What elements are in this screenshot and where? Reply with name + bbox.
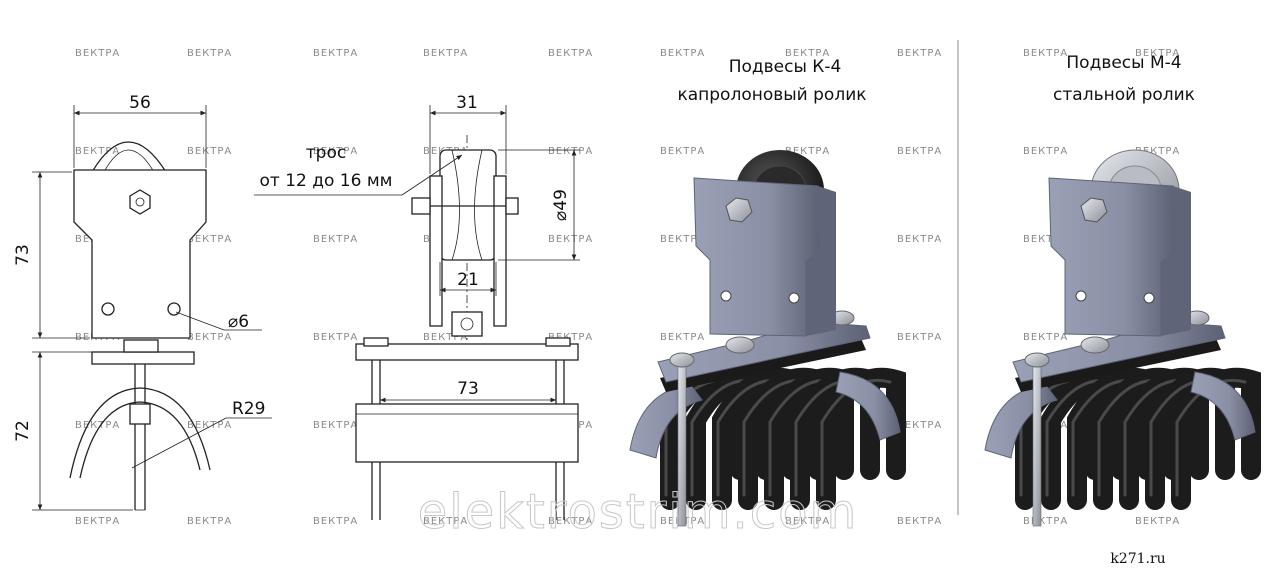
- product-k4-subtitle: капролоновый ролик: [677, 85, 866, 105]
- watermark-label: ВЕКТРА: [423, 48, 468, 59]
- watermark-label: ВЕКТРА: [548, 48, 593, 59]
- watermark-label: ВЕКТРА: [313, 234, 358, 245]
- dim-width-31: 31: [456, 93, 478, 113]
- watermark-label: ВЕКТРА: [785, 516, 830, 527]
- mount-hole-left: [1075, 290, 1087, 302]
- side-view-drawing: [254, 105, 580, 520]
- watermark-label: ВЕКТРА: [75, 420, 120, 431]
- front-view-dimensions: 56 73 72 ⌀6 R29: [13, 93, 265, 442]
- watermark-label: ВЕКТРА: [187, 420, 232, 431]
- hanger-flange: [806, 186, 836, 336]
- watermark-label: ВЕКТРА: [423, 332, 468, 343]
- watermark-label: ВЕКТРА: [897, 48, 942, 59]
- dim-groove-21: 21: [457, 270, 479, 290]
- watermark-label: ВЕКТРА: [75, 146, 120, 157]
- watermark-label: ВЕКТРА: [548, 234, 593, 245]
- watermark-label: ВЕКТРА: [897, 420, 942, 431]
- cable-label-line2: от 12 до 16 мм: [260, 171, 393, 191]
- product-k4-title: Подвесы К-4: [729, 57, 842, 77]
- watermark-label: ВЕКТРА: [548, 516, 593, 527]
- dim-height-73: 73: [13, 244, 33, 266]
- mount-hole-right: [788, 292, 800, 304]
- watermark-label: ВЕКТРА: [75, 516, 120, 527]
- watermark-label: ВЕКТРА: [1135, 146, 1180, 157]
- watermark-label: ВЕКТРА: [897, 146, 942, 157]
- watermark-label: ВЕКТРА: [660, 48, 705, 59]
- center-nut: [1080, 336, 1110, 354]
- watermark-label: ВЕКТРА: [1135, 48, 1180, 59]
- product-m4-title: Подвесы М-4: [1066, 53, 1181, 73]
- axle-bolt: [725, 197, 753, 223]
- watermark-label: ВЕКТРА: [313, 516, 358, 527]
- watermark-label: ВЕКТРА: [187, 516, 232, 527]
- watermark-label: ВЕКТРА: [75, 48, 120, 59]
- front-view-drawing: [32, 105, 272, 511]
- watermark-label: ВЕКТРА: [1023, 146, 1068, 157]
- source-label: k271.ru: [1110, 551, 1165, 567]
- watermark-label: ВЕКТРА: [313, 332, 358, 343]
- watermark-label: ВЕКТРА: [313, 146, 358, 157]
- watermark-label: ВЕКТРА: [897, 332, 942, 343]
- watermark-label: ВЕКТРА: [1023, 332, 1068, 343]
- watermark-label: ВЕКТРА: [187, 48, 232, 59]
- watermark-label: ВЕКТРА: [1023, 48, 1068, 59]
- clamp-saddle-right: [835, 371, 901, 441]
- long-bolt: [1032, 365, 1042, 527]
- watermark-label: ВЕКТРА: [660, 332, 705, 343]
- hanger-flange: [1161, 186, 1191, 336]
- watermark-label: ВЕКТРА: [313, 48, 358, 59]
- site-watermark: elektrostrim.com: [418, 484, 859, 540]
- watermark-label: ВЕКТРА: [897, 234, 942, 245]
- product-m4-subtitle: стальной ролик: [1053, 85, 1195, 105]
- dim-radius-29: R29: [232, 399, 265, 419]
- dim-hole-6: ⌀6: [228, 312, 249, 332]
- product-render-m4: [984, 149, 1261, 527]
- watermark-grid: ВЕКТРА ВЕКТРА ВЕКТРА ВЕКТРА ВЕКТРА ВЕКТРА ВЕКТ…: [75, 48, 1180, 527]
- watermark-label: ВЕКТРА: [897, 516, 942, 527]
- watermark-label: ВЕКТРА: [423, 516, 468, 527]
- clamp-saddle-right: [1190, 371, 1256, 441]
- base-nut-left: [1024, 352, 1050, 368]
- dim-width-56: 56: [129, 93, 151, 113]
- dim-clamp-width-73: 73: [457, 379, 479, 399]
- watermark-label: ВЕКТРА: [187, 146, 232, 157]
- watermark-label: ВЕКТРА: [187, 332, 232, 343]
- product-render-k4: [629, 150, 906, 527]
- watermark-label: ВЕКТРА: [660, 234, 705, 245]
- watermark-label: ВЕКТРА: [1023, 234, 1068, 245]
- watermark-label: ВЕКТРА: [660, 146, 705, 157]
- mount-hole-left: [720, 290, 732, 302]
- dim-roller-diameter-49: ⌀49: [551, 189, 571, 221]
- center-nut: [725, 336, 755, 354]
- cable-label-line1: трос: [306, 143, 346, 163]
- watermark-label: ВЕКТРА: [187, 234, 232, 245]
- watermark-label: ВЕКТРА: [1135, 516, 1180, 527]
- mount-hole-right: [1143, 292, 1155, 304]
- watermark-label: ВЕКТРА: [785, 48, 830, 59]
- side-view-dimensions: 31 трос от 12 до 16 мм ⌀49 21 73: [260, 93, 572, 399]
- base-nut-left: [669, 352, 695, 368]
- axle-bolt: [1080, 197, 1108, 223]
- watermark-label: ВЕКТРА: [1023, 516, 1068, 527]
- dim-height-72: 72: [13, 420, 33, 442]
- hanger-plate: [1048, 177, 1176, 337]
- watermark-label: ВЕКТРА: [313, 420, 358, 431]
- hanger-plate: [693, 177, 821, 337]
- watermark-label: ВЕКТРА: [785, 146, 830, 157]
- watermark-label: ВЕКТРА: [548, 146, 593, 157]
